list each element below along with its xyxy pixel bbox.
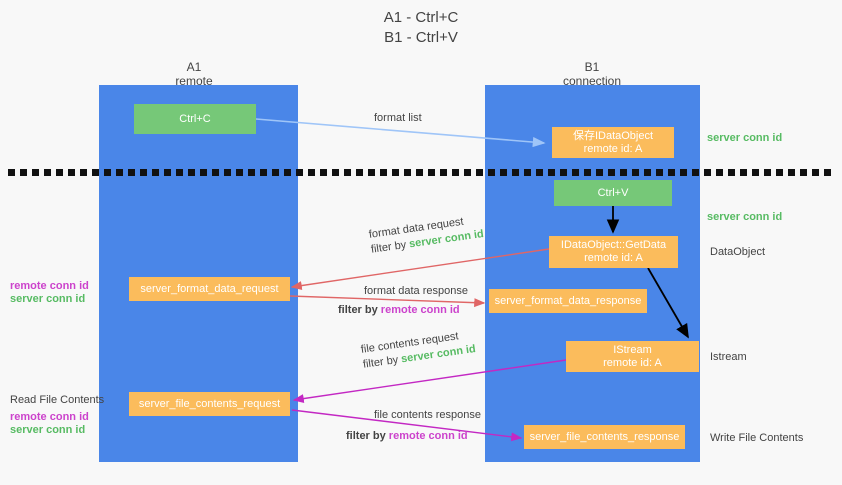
edge-label-format-list-line1: format list [374,112,422,124]
edge-label-format-data-response-line1: format data response [364,285,468,297]
node-server-format-data-request[interactable]: server_format_data_request [129,277,290,301]
column-a1-name: A1 [186,60,202,74]
node-ctrl-v-label: Ctrl+V [597,186,629,199]
right-label-dataobject: DataObject [710,246,766,258]
node-server-file-contents-request[interactable]: server_file_contents_request [129,392,290,416]
node-server-file-contents-request-label: server_file_contents_request [138,397,281,410]
page-title: A1 - Ctrl+C B1 - Ctrl+V [0,8,842,48]
node-getdata-line2: remote id: A [584,252,643,264]
edge-label-format-data-response-prefix: filter by [338,304,381,316]
edge-label-format-data-request-prefix: filter by [370,238,411,256]
arrow-getdata-to-istream [647,267,689,339]
node-getdata-line1: IDataObject::GetData [560,239,667,251]
arrow-format-data-response [289,295,486,308]
left-label-read-file-contents: Read File Contents [10,394,105,406]
node-save-idataobject-line2: remote id: A [583,142,643,155]
arrow-format-data-request [290,248,550,290]
left-label-remote-conn-id-1: remote conn id [10,280,89,292]
node-idataobject-getdata[interactable]: IDataObject::GetData remote id: A [549,236,678,268]
node-save-idataobject[interactable]: 保存IDataObject remote id: A [552,127,674,158]
node-ctrl-c[interactable]: Ctrl+C [134,104,256,134]
left-label-server-conn-id-2: server conn id [10,424,86,436]
left-label-remote-conn-id-2: remote conn id [10,411,89,423]
node-server-format-data-request-label: server_format_data_request [140,282,279,295]
left-label-server-conn-id-1: server conn id [10,293,86,305]
right-label-server-conn-id-top: server conn id [707,132,783,144]
column-header-b1: B1 connection [512,60,672,88]
node-ctrl-c-label: Ctrl+C [179,112,211,125]
arrow-file-contents-request [292,359,567,404]
title-line-2: B1 - Ctrl+V [384,29,458,46]
node-server-format-data-response-label: server_format_data_response [494,294,642,307]
edge-label-file-contents-response-highlight: remote conn id [388,430,468,442]
column-header-a1: A1 remote [114,60,274,88]
edge-label-format-data-response: format data response filter by remote co… [338,284,468,318]
edge-label-file-contents-request-prefix: filter by [362,353,403,371]
title-line-1: A1 - Ctrl+C [383,9,459,26]
arrow-format-list [255,118,546,148]
node-istream[interactable]: IStream remote id: A [566,341,699,372]
column-b1-sub: connection [562,74,622,88]
edge-label-file-contents-response-line2: filter by remote conn id [346,429,481,444]
edge-label-file-contents-response-line1: file contents response [374,409,482,421]
node-server-file-contents-response[interactable]: server_file_contents_response [524,425,685,449]
edge-label-format-data-response-line2: filter by remote conn id [338,303,468,318]
column-a1-sub: remote [175,74,213,88]
node-save-idataobject-line1: 保存IDataObject [572,129,654,142]
edge-label-file-contents-response-prefix: filter by [346,430,389,442]
column-b1-name: B1 [584,60,600,74]
right-label-istream: Istream [710,351,747,363]
phase-divider [8,169,834,176]
node-server-file-contents-response-label: server_file_contents_response [529,430,680,443]
node-istream-line2: remote id: A [603,356,662,369]
arrow-file-contents-response [291,409,523,442]
node-ctrl-v[interactable]: Ctrl+V [554,180,672,206]
edge-label-format-list: format list [374,111,422,126]
node-server-format-data-response[interactable]: server_format_data_response [489,289,647,313]
edge-label-format-data-response-highlight: remote conn id [380,304,460,316]
right-label-server-conn-id-second: server conn id [707,211,783,223]
edge-label-file-contents-response: file contents response filter by remote … [346,408,482,444]
node-istream-line1: IStream [613,343,652,356]
right-label-write-file-contents: Write File Contents [710,432,804,444]
